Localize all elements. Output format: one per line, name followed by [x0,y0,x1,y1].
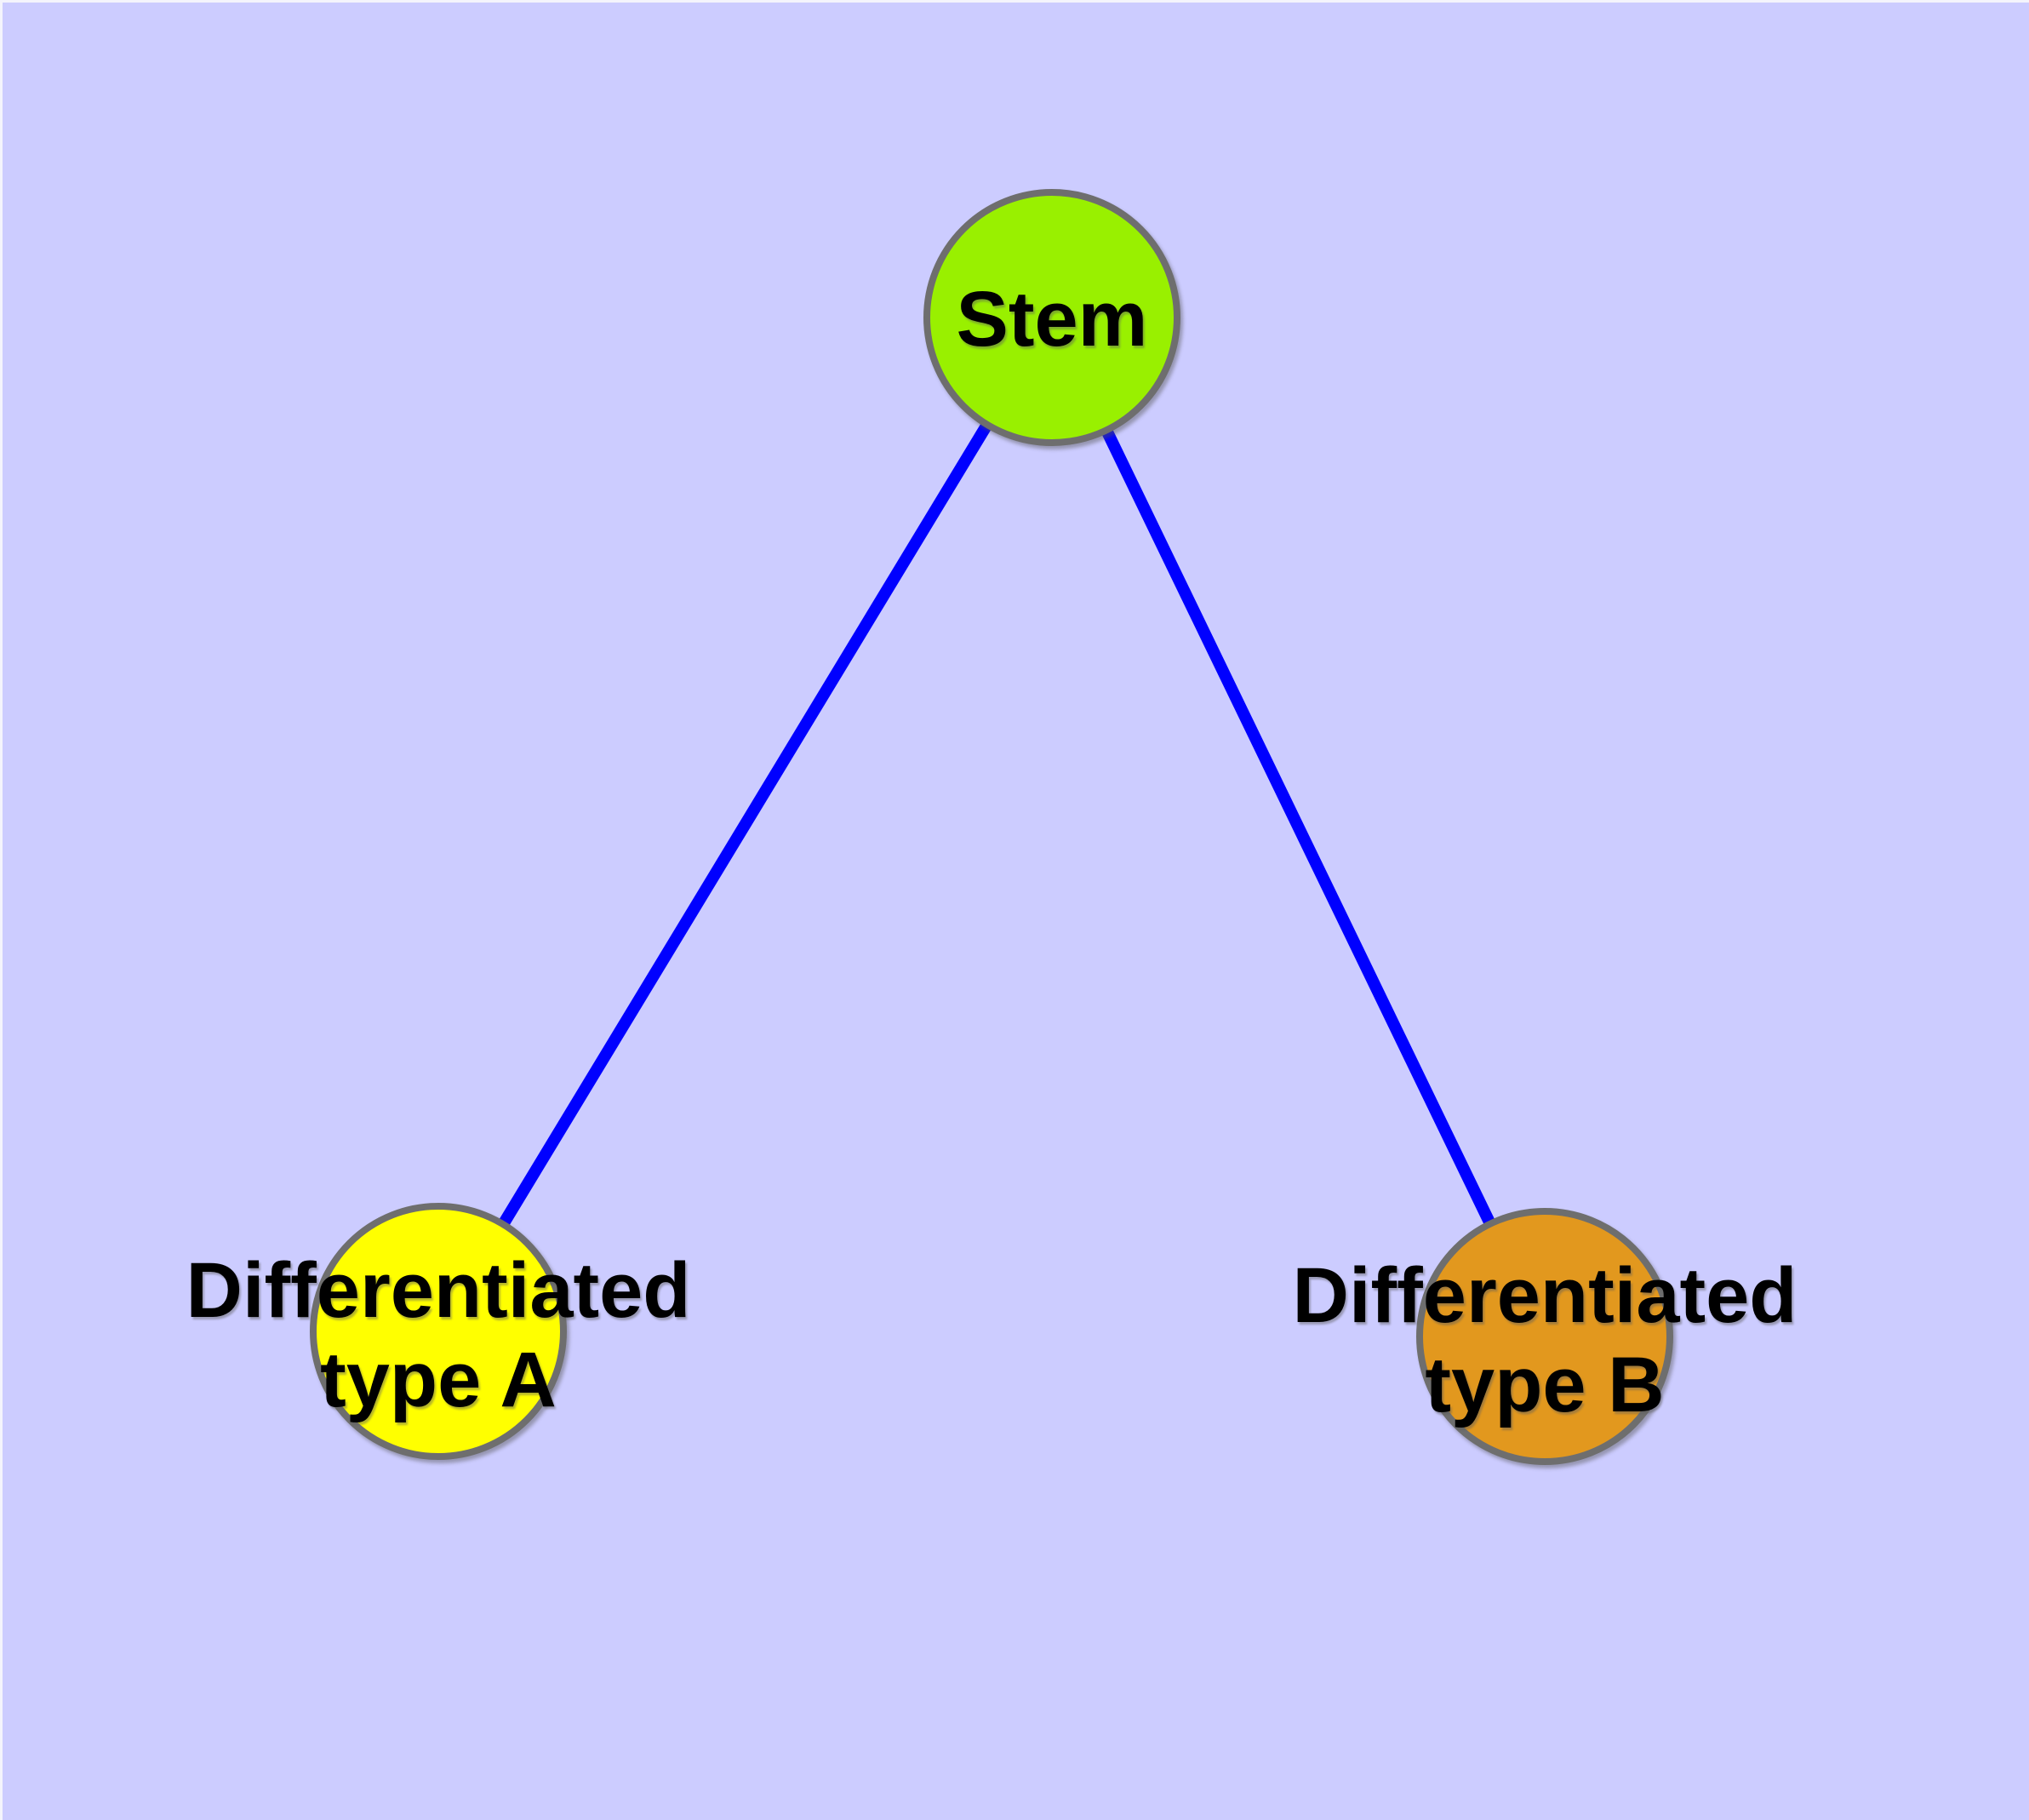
node-label-line: type A [320,1336,557,1423]
graph-node-type-b [1416,1208,1673,1465]
node-label-line: type B [1425,1342,1664,1428]
node-label-line: Differentiated [186,1247,691,1334]
canvas-top-highlight [0,0,2029,3]
graph-edge-stem-type-b [1046,314,1551,1340]
node-label-line: Stem [957,276,1148,363]
graph-node-stem [923,189,1180,446]
graph-edge-stem-type-a [433,314,1057,1335]
graph-node-type-a [310,1203,567,1460]
node-label-line: Differentiated [1293,1252,1798,1339]
node-label-stem: Stem [957,276,1148,363]
canvas-left-highlight [0,0,3,1820]
